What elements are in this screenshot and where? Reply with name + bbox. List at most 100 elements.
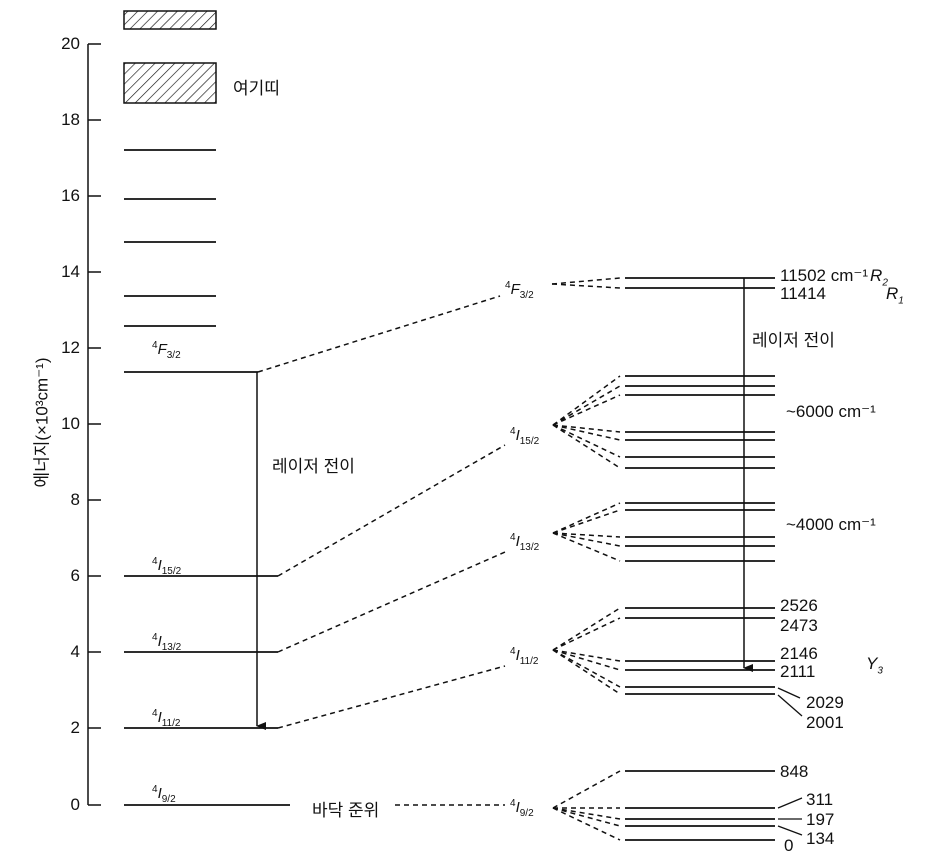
term-multiplicity: 4 [152, 340, 158, 351]
y-tick-label: 4 [70, 642, 80, 661]
excitation-band [123, 10, 217, 30]
term-j: 11/2 [519, 656, 539, 667]
level-energy-label: 2473 [780, 616, 818, 635]
term-symbol: I [515, 799, 520, 816]
y-tick-label: 20 [61, 34, 80, 53]
left-laser-transition-label: 레이저 전이 [272, 457, 355, 476]
term-symbol: I [515, 427, 520, 444]
term-j: 3/2 [166, 350, 181, 361]
level-energy-label: 2111 [780, 662, 816, 681]
r1-subscript: 1 [898, 295, 904, 307]
split-connector [552, 807, 621, 820]
term-multiplicity: 4 [152, 708, 158, 719]
level-energy-label: 2526 [780, 596, 818, 615]
y-tick-label: 16 [61, 186, 80, 205]
connector-dashed [277, 665, 506, 729]
split-connector [552, 375, 621, 426]
level-energy-label: 0 [784, 836, 794, 855]
y-tick-label: 14 [61, 262, 80, 281]
split-connector [552, 502, 621, 534]
term-label: 4I13/2 [152, 632, 181, 653]
term-j: 13/2 [519, 542, 540, 553]
y3-subscript: 3 [877, 665, 883, 677]
level-energy-label: 2029 [806, 693, 844, 712]
y3-symbol: Y [866, 654, 878, 673]
split-connector [552, 649, 621, 695]
y-tick-label: 10 [61, 414, 80, 433]
term-symbol: I [157, 557, 162, 574]
leader-line [777, 687, 801, 699]
y-tick-label: 8 [70, 490, 80, 509]
term-symbol: F [510, 281, 520, 298]
term-multiplicity: 4 [152, 556, 158, 567]
y-tick-label: 2 [70, 718, 80, 737]
split-connector [551, 277, 621, 285]
split-connector [552, 607, 621, 651]
term-multiplicity: 4 [510, 798, 516, 809]
y-tick-label: 18 [61, 110, 80, 129]
split-connector [552, 649, 621, 662]
level-energy-label: 311 [806, 790, 834, 809]
term-label: 4I15/2 [510, 426, 539, 447]
term-label: 4I13/2 [510, 532, 539, 553]
split-connector [552, 807, 621, 841]
term-label: 4I11/2 [152, 708, 180, 729]
r2-symbol: R [870, 266, 883, 285]
y-tick-label: 0 [70, 795, 80, 814]
term-j: 9/2 [519, 808, 534, 819]
term-symbol: F [157, 341, 167, 358]
r2-value: 11502 cm⁻¹ [780, 266, 869, 285]
term-label: 4F3/2 [505, 280, 534, 301]
connector-dashed [277, 444, 506, 577]
split-connector [552, 424, 621, 469]
r2-subscript: 2 [882, 277, 888, 289]
split-connector [552, 649, 621, 671]
term-label: 4F3/2 [152, 340, 181, 361]
term-j: 9/2 [161, 794, 176, 805]
term-j: 3/2 [519, 290, 534, 301]
term-label: 4I9/2 [510, 798, 534, 819]
term-j: 15/2 [161, 566, 182, 577]
term-label: 4I11/2 [510, 646, 538, 667]
leader-line [777, 694, 803, 717]
connector-dashed [277, 551, 506, 653]
excitation-band-label: 여기띠 [233, 79, 280, 98]
leader-line [777, 825, 803, 836]
right-laser-transition-label: 레이저 전이 [752, 331, 835, 350]
term-symbol: I [157, 633, 162, 650]
split-connector [552, 394, 621, 426]
term-multiplicity: 4 [510, 532, 516, 543]
split-connector [552, 770, 621, 809]
term-symbol: I [515, 647, 520, 664]
term-multiplicity: 4 [505, 280, 511, 291]
i13-range-label: ~4000 cm⁻¹ [786, 515, 876, 534]
split-connector [552, 617, 621, 651]
level-r1: 11414 [780, 284, 826, 304]
term-symbol: I [157, 709, 162, 726]
split-connector [552, 424, 621, 441]
split-connector [552, 649, 621, 688]
r1-value: 11414 [780, 284, 827, 303]
term-symbol: I [515, 533, 520, 550]
split-connector [552, 385, 621, 426]
level-energy-label: 2001 [806, 713, 844, 732]
y-tick-label: 12 [61, 338, 80, 357]
term-j: 13/2 [161, 642, 182, 653]
ground-level-label: 바닥 준위 [312, 801, 380, 820]
term-j: 11/2 [161, 718, 181, 729]
level-energy-label: 197 [806, 810, 835, 829]
term-multiplicity: 4 [152, 632, 158, 643]
r1-symbol-label: R1 [886, 284, 904, 306]
level-energy-label: 2146 [780, 644, 818, 663]
term-multiplicity: 4 [510, 646, 516, 657]
y-tick-label: 6 [70, 566, 80, 585]
term-symbol: I [157, 785, 162, 802]
excitation-band [123, 62, 217, 104]
split-connector [552, 532, 621, 538]
split-connector [552, 532, 621, 562]
term-label: 4I15/2 [152, 556, 181, 577]
connector-dashed [257, 295, 501, 373]
